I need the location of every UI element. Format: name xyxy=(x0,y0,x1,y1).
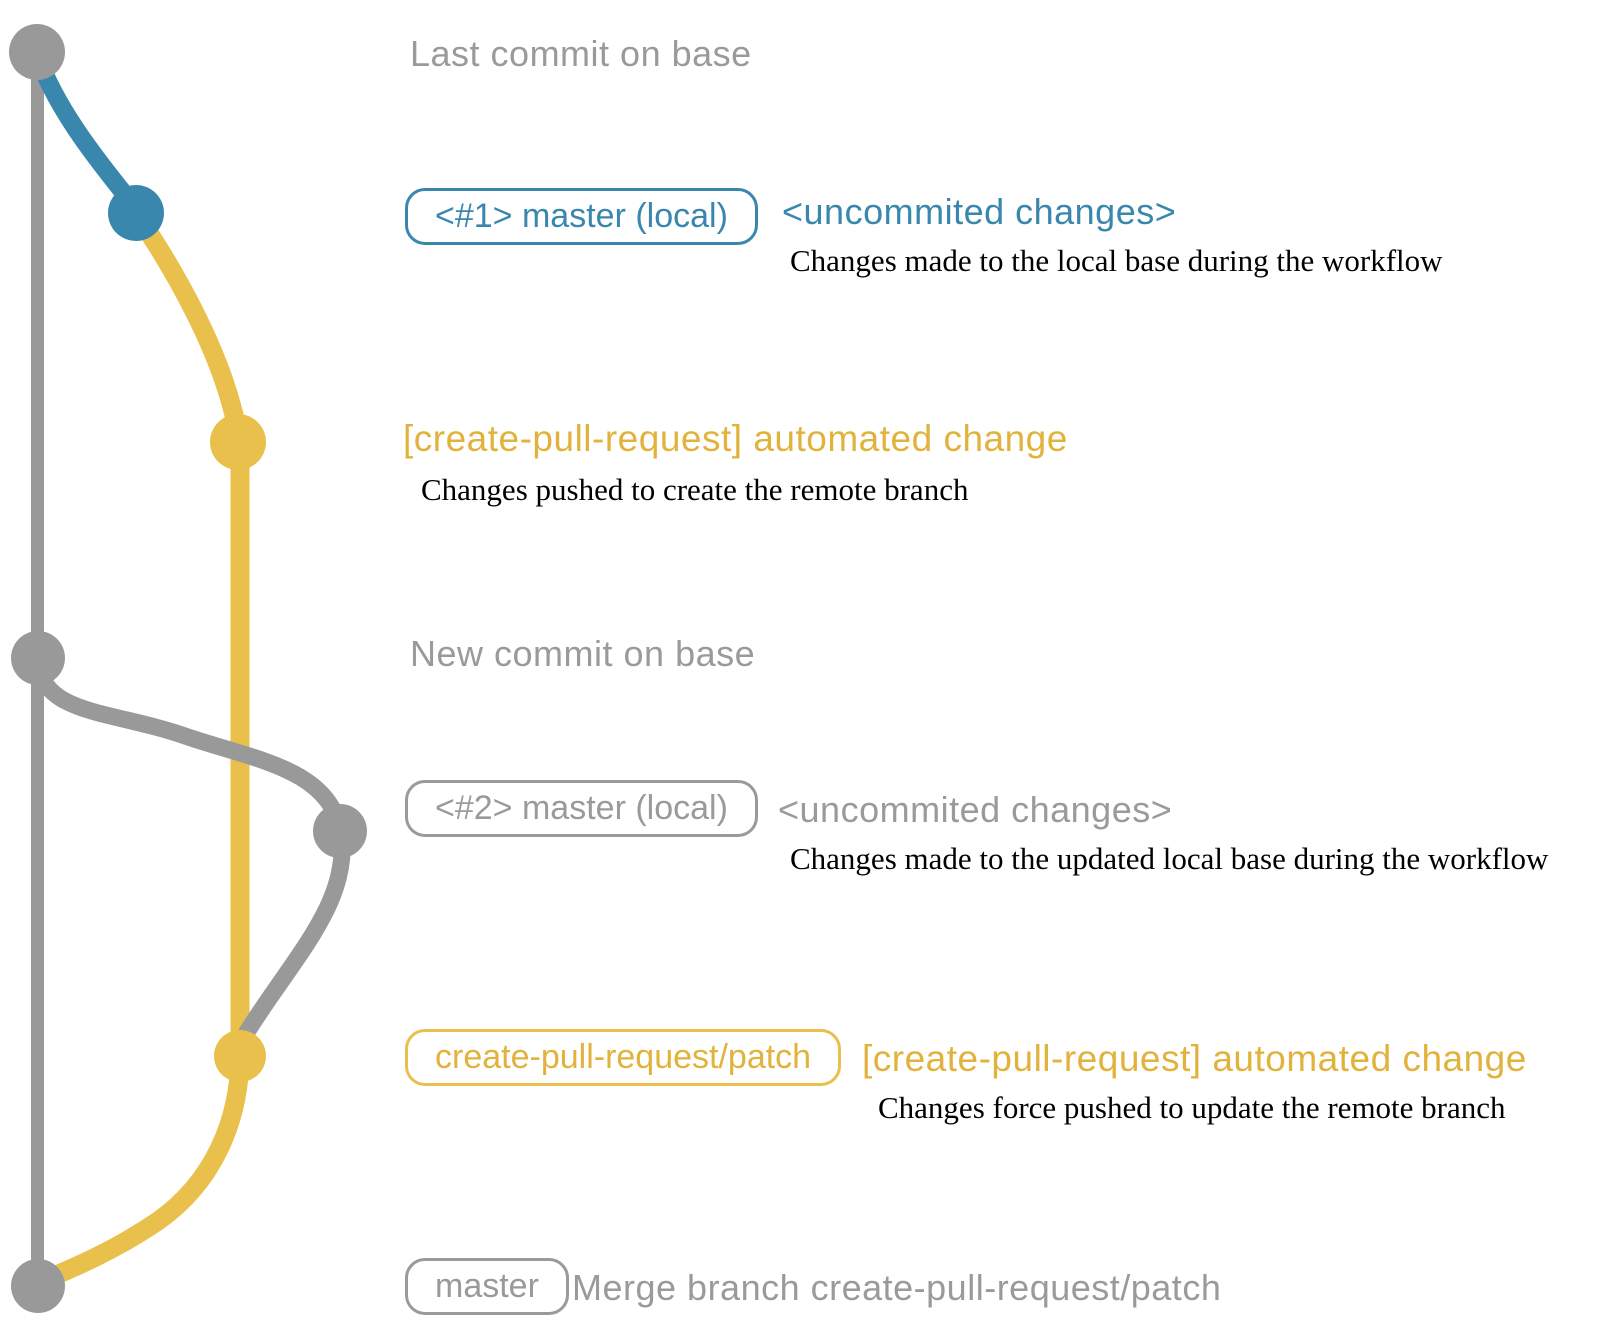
caption-new-commit-on-base: New commit on base xyxy=(410,633,756,674)
commit-dot-base-new xyxy=(11,631,65,685)
commit-title-uncommited-changes-2: <uncommited changes> xyxy=(778,789,1173,830)
commit-dot-remote-2 xyxy=(214,1030,266,1082)
commit-dot-base-last xyxy=(9,24,65,80)
commit-dot-local-2 xyxy=(313,804,367,858)
caption-last-commit-on-base: Last commit on base xyxy=(410,33,752,74)
commit-description-4: Changes force pushed to update the remot… xyxy=(878,1090,1506,1125)
branch-label-master-local-2: <#2> master (local) xyxy=(405,780,758,837)
commit-dot-local-1 xyxy=(108,185,164,241)
local-branch-curve-1 xyxy=(28,46,143,215)
local-branch-curve-2 xyxy=(29,653,351,1041)
commit-title-uncommited-changes-1: <uncommited changes> xyxy=(782,191,1177,232)
branch-label-master: master xyxy=(405,1258,569,1315)
git-graph xyxy=(9,24,367,1313)
commit-title-automated-change-1: [create-pull-request] automated change xyxy=(403,418,1068,459)
commit-description-3: Changes made to the updated local base d… xyxy=(790,841,1549,876)
branch-label-master-local-1: <#1> master (local) xyxy=(405,188,758,245)
caption-merge-branch: Merge branch create-pull-request/patch xyxy=(572,1267,1222,1308)
commit-dot-remote-1 xyxy=(210,414,266,470)
commit-description-2: Changes pushed to create the remote bran… xyxy=(421,472,969,507)
commit-title-automated-change-2: [create-pull-request] automated change xyxy=(862,1038,1527,1079)
commit-dot-merge xyxy=(11,1259,65,1313)
branch-label-create-pull-request-patch: create-pull-request/patch xyxy=(405,1029,842,1086)
commit-description-1: Changes made to the local base during th… xyxy=(790,243,1443,278)
